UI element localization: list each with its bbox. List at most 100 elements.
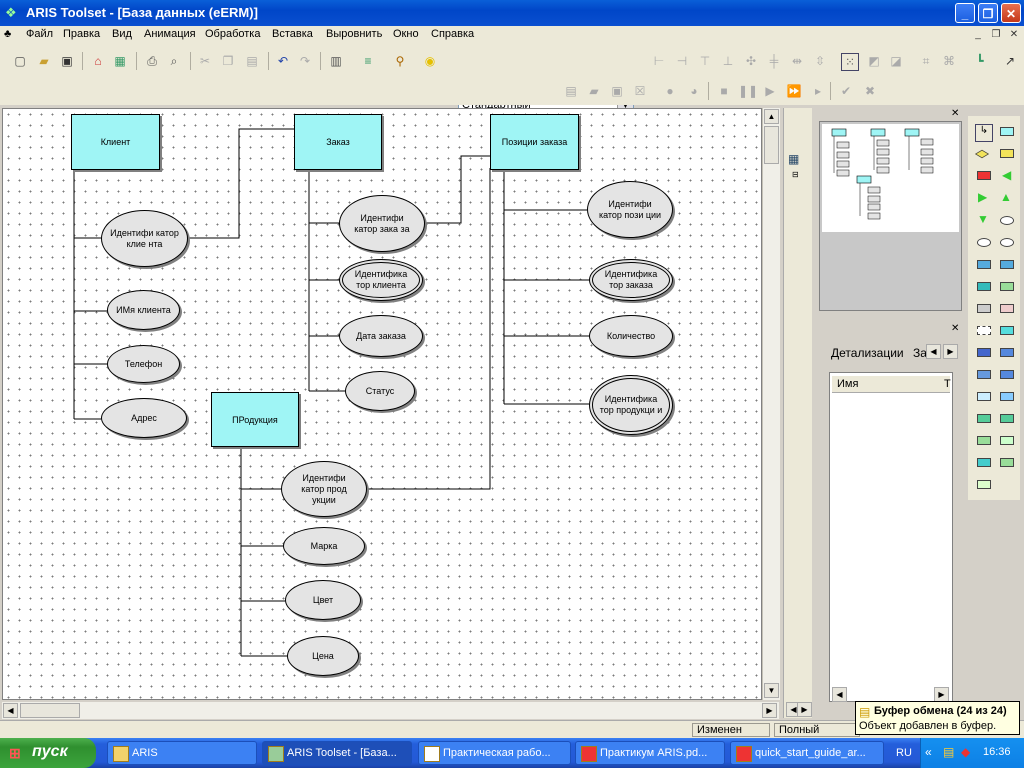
attribute-client-id[interactable]: Идентифи катор клие нта — [101, 210, 188, 267]
entity-order-positions[interactable]: Позиции заказа — [490, 114, 579, 170]
menu-help[interactable]: Справка — [431, 28, 475, 40]
cancel-icon[interactable]: ✖ — [864, 84, 876, 98]
new-icon[interactable]: ▢ — [14, 54, 26, 68]
task-pdf-practicum[interactable]: Практикум ARIS.pd... — [575, 741, 725, 765]
triangle-down-icon[interactable]: ▼ — [977, 212, 989, 226]
tray-acrobat-icon[interactable]: ◆ — [961, 745, 971, 759]
attribute-brand[interactable]: Марка — [283, 527, 365, 565]
attribute-position-id[interactable]: Идентифи катор пози ции — [587, 181, 673, 238]
green-rect-b-icon[interactable] — [977, 414, 991, 423]
ellipse-double-symbol-icon[interactable] — [977, 238, 991, 247]
mdi-close-button[interactable]: ✕ — [1009, 29, 1019, 40]
expand-icon[interactable]: ⊟ — [792, 170, 799, 179]
connector-tool-icon[interactable]: ↳ — [975, 124, 993, 142]
blue-rect-a-icon[interactable] — [977, 348, 991, 357]
space-horizontal-icon[interactable]: ⇹ — [791, 54, 803, 68]
scroll-hthumb[interactable] — [20, 703, 80, 718]
start-button[interactable]: ⊞ пуск — [0, 738, 96, 768]
open-icon[interactable]: ▰ — [39, 54, 49, 68]
tab-scroll-left-button[interactable]: ◀ — [926, 344, 941, 359]
mdi-minimize-button[interactable]: _ — [975, 29, 981, 40]
attribute-status[interactable]: Статус — [345, 371, 415, 411]
entity-order[interactable]: Заказ — [294, 114, 382, 170]
triangle-left-icon[interactable]: ◀ — [1002, 168, 1012, 182]
green-rect-icon[interactable] — [1000, 282, 1014, 291]
ellipse-key-symbol-icon[interactable] — [1000, 238, 1014, 247]
scroll-up-button[interactable]: ▲ — [764, 109, 779, 124]
pink-rect-icon[interactable] — [1000, 304, 1014, 313]
task-pdf-quickstart[interactable]: quick_start_guide_ar... — [730, 741, 884, 765]
group-icon[interactable]: ⌗ — [922, 54, 930, 68]
navigate-icon[interactable]: ↗ — [1004, 54, 1016, 68]
home-icon[interactable]: ⌂ — [94, 54, 102, 68]
scroll-right-button[interactable]: ▶ — [762, 703, 777, 718]
print-icon[interactable]: ⎙ — [147, 54, 157, 68]
attribute-position-order-id[interactable]: Идентифика тор заказа — [589, 259, 673, 301]
diagram-canvas[interactable]: Клиент Заказ Позиции заказа ПРодукция Ид… — [2, 108, 762, 700]
save-icon[interactable]: ▣ — [61, 54, 73, 68]
dashed-rect-icon[interactable] — [977, 326, 991, 335]
language-indicator[interactable]: RU — [896, 747, 912, 759]
attribute-color[interactable]: Цвет — [285, 580, 361, 620]
align-bottom-icon[interactable]: ╪ — [769, 54, 779, 68]
ungroup-icon[interactable]: ⌘ — [943, 54, 955, 68]
undo-icon[interactable]: ↶ — [277, 54, 289, 68]
align-right-icon[interactable]: ⊤ — [699, 54, 711, 68]
green-rect-c-icon[interactable] — [1000, 414, 1014, 423]
check-icon[interactable]: ✔ — [840, 84, 852, 98]
object-a-icon[interactable]: ● — [666, 84, 674, 98]
menu-view[interactable]: Вид — [112, 28, 132, 40]
details-close-icon[interactable]: ✕ — [951, 323, 960, 334]
attribute-phone[interactable]: Телефон — [107, 345, 180, 383]
strip-scroll-right-button[interactable]: ▶ — [797, 702, 812, 717]
align-middle-icon[interactable]: ✣ — [745, 54, 757, 68]
stop-icon[interactable]: ■ — [720, 84, 728, 98]
scroll-left-button[interactable]: ◀ — [3, 703, 18, 718]
tab-details[interactable]: Детализации — [831, 346, 904, 360]
format-icon[interactable]: ≡ — [364, 54, 372, 68]
attribute-client-name[interactable]: ИМя клиента — [107, 290, 180, 330]
print-preview-icon[interactable]: ⌕ — [170, 54, 178, 68]
green-rect-d-icon[interactable] — [977, 436, 991, 445]
doc-properties-icon[interactable]: ▤ — [565, 84, 577, 98]
column-type[interactable]: Т — [944, 378, 951, 390]
diamond-double-symbol-icon[interactable] — [1000, 149, 1014, 158]
tab-scroll-right-button[interactable]: ▶ — [943, 344, 958, 359]
green-rect-e-icon[interactable] — [1000, 436, 1014, 445]
details-scroll-left-button[interactable]: ◀ — [832, 687, 847, 702]
attribute-price[interactable]: Цена — [287, 636, 359, 676]
menu-window[interactable]: Окно — [393, 28, 419, 40]
attribute-order-client-id[interactable]: Идентифика тор клиента — [339, 259, 423, 301]
network-icon[interactable]: ▦ — [114, 54, 126, 68]
menu-edit[interactable]: Правка — [63, 28, 101, 40]
lightbulb-icon[interactable]: ◉ — [424, 54, 436, 68]
navigator-panel[interactable] — [819, 121, 962, 311]
pause-icon[interactable]: ❚❚ — [738, 84, 759, 98]
red-rect-symbol-icon[interactable] — [977, 171, 991, 180]
entity-product[interactable]: ПРодукция — [211, 392, 299, 447]
blue-rect-b-icon[interactable] — [1000, 348, 1014, 357]
space-vertical-icon[interactable]: ⇳ — [814, 54, 826, 68]
attribute-product-id[interactable]: Идентифи катор прод укции — [281, 461, 367, 517]
attribute-order-date[interactable]: Дата заказа — [339, 315, 423, 357]
close-button[interactable]: ✕ — [1001, 3, 1021, 23]
grid-icon[interactable]: ⁙ — [841, 53, 859, 71]
menu-align[interactable]: Выровнить — [326, 28, 383, 40]
tray-clipboard-icon[interactable]: ▤ — [943, 745, 955, 759]
diamond-symbol-icon[interactable] — [974, 149, 990, 159]
tab-second[interactable]: За — [913, 346, 927, 360]
menu-process[interactable]: Обработка — [205, 28, 261, 40]
hierarchy-icon[interactable]: ┗ — [976, 54, 984, 68]
entity-client[interactable]: Клиент — [71, 114, 160, 170]
copy-icon[interactable]: ❐ — [222, 54, 234, 68]
menu-insert[interactable]: Вставка — [272, 28, 313, 40]
canvas-horizontal-scrollbar[interactable]: ◀ ▶ — [2, 702, 779, 719]
scroll-down-button[interactable]: ▼ — [764, 683, 779, 698]
open-model-icon[interactable]: ▰ — [589, 84, 599, 98]
menu-animation[interactable]: Анимация — [144, 28, 196, 40]
tree-icon[interactable]: ▦ — [788, 152, 800, 166]
task-aris-toolset[interactable]: ARIS Toolset - [База... — [262, 741, 412, 765]
mdi-restore-button[interactable]: ❐ — [991, 29, 1001, 40]
yellow-rect-icon[interactable] — [977, 480, 991, 489]
navigator-preview[interactable] — [822, 124, 959, 232]
